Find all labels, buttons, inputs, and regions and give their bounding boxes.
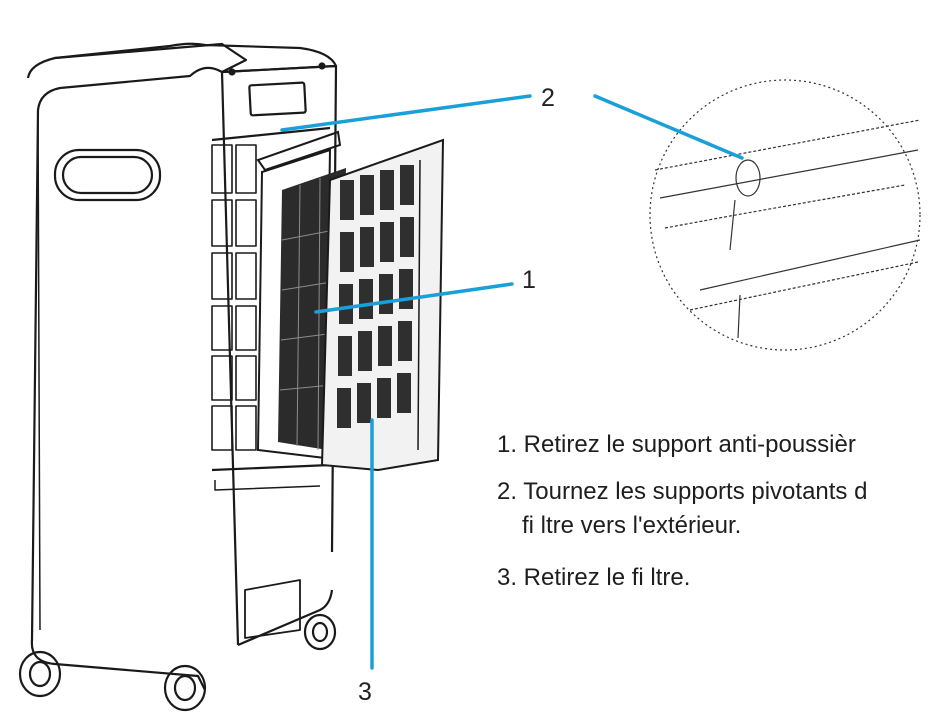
air-cooler-illustration bbox=[18, 42, 338, 712]
callout-3: 3 bbox=[358, 678, 372, 706]
instruction-step-3: 3. Retirez le fi ltre. bbox=[497, 564, 691, 591]
leader-line-1 bbox=[314, 282, 514, 314]
leader-line-2 bbox=[280, 94, 532, 132]
callout-2: 2 bbox=[541, 84, 555, 112]
callout-1: 1 bbox=[522, 266, 536, 294]
leader-lines bbox=[280, 94, 744, 670]
detail-magnifier-circle bbox=[649, 79, 921, 351]
instruction-step-2: 2. Tournez les supports pivotants d bbox=[497, 478, 868, 505]
leader-line-2-detail bbox=[593, 94, 744, 160]
instruction-step-2-continued: fi ltre vers l'extérieur. bbox=[522, 512, 742, 539]
grille-cover bbox=[320, 138, 445, 472]
instruction-step-1: 1. Retirez le support anti-poussièr bbox=[497, 431, 856, 458]
